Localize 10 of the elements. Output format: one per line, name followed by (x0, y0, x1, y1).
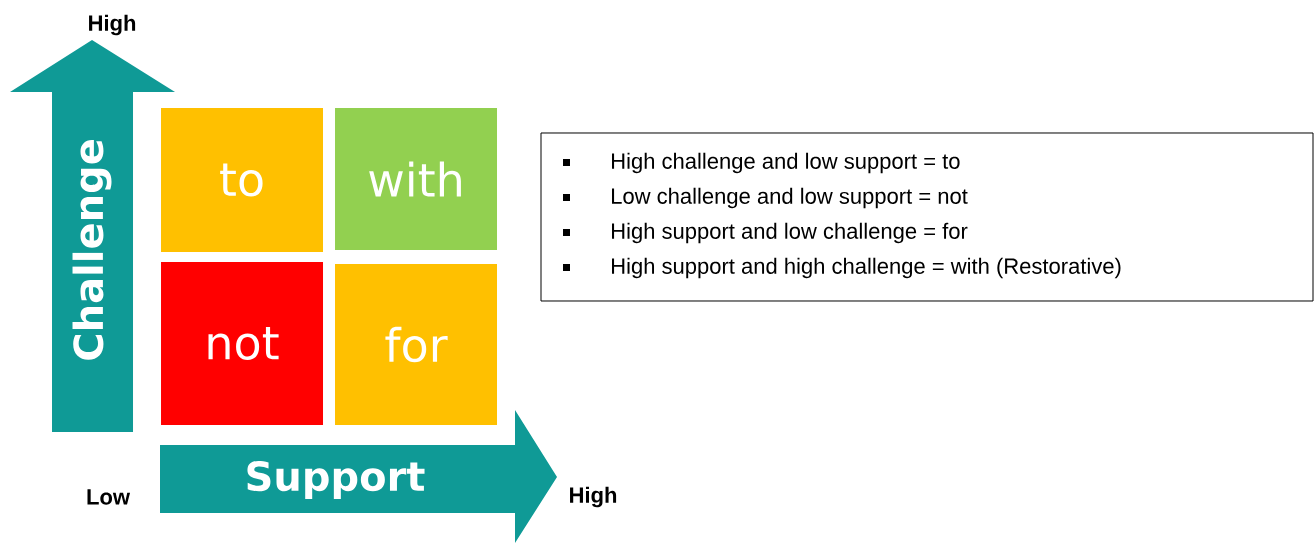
quadrant-box: with (335, 108, 497, 250)
list-item: Low challenge and low support = not (612, 187, 968, 209)
quadrant-box: to (161, 108, 323, 252)
axis-label: Low (87, 489, 131, 505)
text-box (540, 132, 1314, 302)
list-item: High challenge and low support = to (612, 152, 960, 174)
quadrant-box: not (161, 262, 323, 425)
quadrant-box: for (335, 264, 497, 425)
list-item: High support and high challenge = with (Restorative) (612, 257, 1121, 279)
list-item: High support and low challenge = for (612, 222, 968, 244)
